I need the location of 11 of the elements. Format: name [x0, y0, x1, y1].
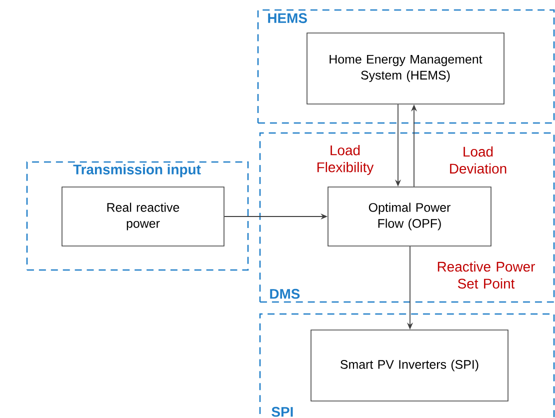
- edge-label: Reactive Power Set Point: [438, 261, 535, 289]
- group-title: Transmission input: [73, 164, 201, 178]
- group-title: DMS: [270, 288, 300, 299]
- edge-label: Load Deviation: [450, 146, 506, 174]
- process-box: Real reactive power: [62, 186, 224, 246]
- group-title: SPI: [272, 406, 293, 417]
- edge-label: Load Flexibility: [317, 145, 374, 175]
- process-box: Optimal Power Flow (OPF): [328, 186, 492, 246]
- process-box: Home Energy Management System (HEMS): [306, 32, 504, 104]
- group-title: HEMS: [268, 13, 307, 24]
- process-box: Smart PV Inverters (SPI): [310, 330, 508, 402]
